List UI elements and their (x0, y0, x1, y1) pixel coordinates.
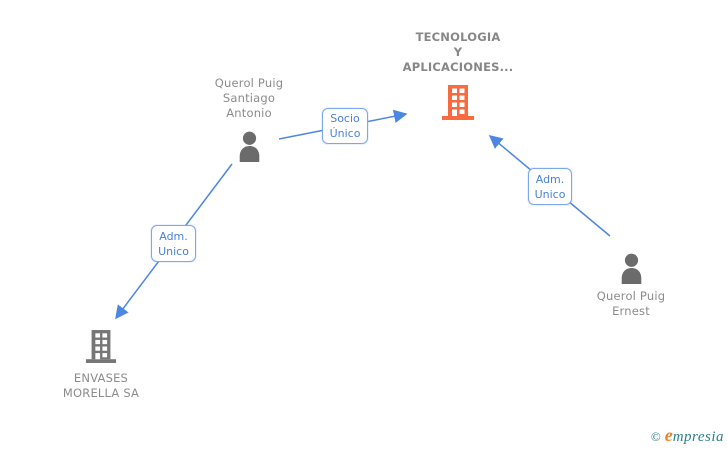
company-label-envases[interactable]: ENVASES MORELLA SA (31, 371, 171, 401)
edge-label-adm-unico-left[interactable]: Adm. Unico (151, 225, 196, 262)
edge-label-line: Unico (158, 244, 189, 258)
person-label-line: Querol Puig (596, 289, 666, 303)
company-label-line: TECNOLOGIA (415, 30, 501, 44)
company-label-line: Y (453, 45, 463, 59)
edge-label-line: Único (329, 127, 361, 140)
person-label-line: Querol Puig (214, 76, 284, 90)
person-label-santiago[interactable]: Querol Puig Santiago Antonio (189, 76, 309, 121)
copyright-icon: © (650, 429, 661, 444)
company-label-line: MORELLA SA (62, 386, 140, 400)
logo-brand-text: mpresia (672, 429, 724, 445)
company-label-line: APLICACIONES... (402, 60, 514, 74)
edge-label-socio-unico[interactable]: Socio Único (322, 108, 368, 144)
building-icon[interactable] (85, 330, 117, 363)
edge-label-line: Adm. (535, 172, 565, 186)
edge-label-line: Unico (534, 187, 566, 201)
empresia-logo: ©empresia (651, 425, 724, 446)
edge-label-adm-unico-right[interactable]: Adm. Unico (528, 168, 572, 205)
person-label-line: Ernest (612, 304, 650, 318)
person-label-ernest[interactable]: Querol Puig Ernest (571, 289, 691, 319)
building-icon[interactable] (441, 85, 475, 120)
company-label-line: ENVASES (73, 371, 129, 385)
person-icon[interactable] (233, 130, 266, 163)
edge-label-line: Adm. (159, 229, 188, 243)
person-label-line: Antonio (226, 106, 272, 120)
logo-brand-first-letter: e (664, 425, 673, 445)
person-icon[interactable] (615, 252, 648, 285)
person-label-line: Santiago (222, 91, 276, 105)
edge-label-line: Socio (330, 112, 360, 125)
company-label-tecnologia[interactable]: TECNOLOGIA Y APLICACIONES... (378, 30, 538, 75)
